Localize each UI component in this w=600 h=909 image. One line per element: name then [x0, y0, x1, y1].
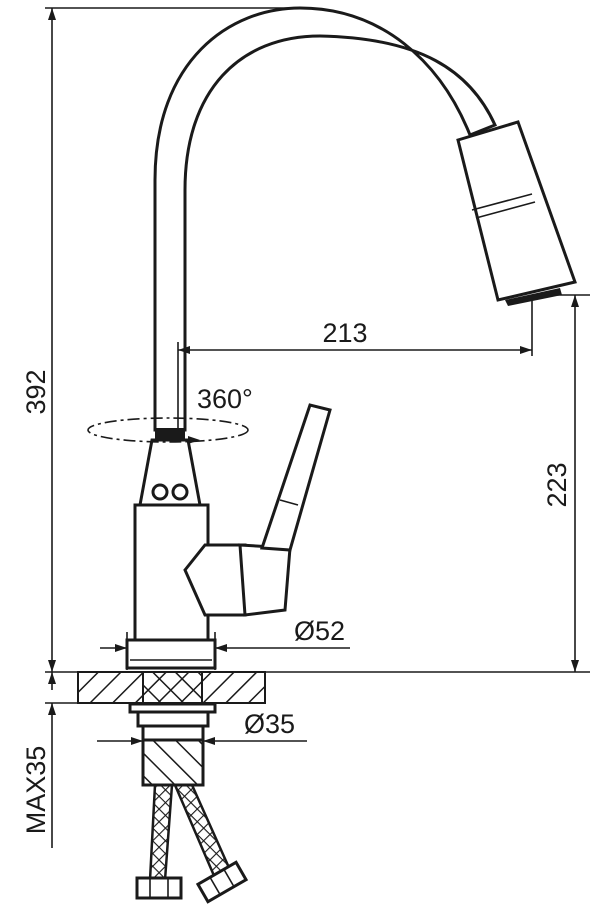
- spray-head: [456, 120, 577, 306]
- base-diameter-label: Ø52: [294, 616, 345, 646]
- deck-thickness-dimension: MAX35: [21, 672, 56, 848]
- countertop-section: [77, 671, 266, 704]
- supply-hoses: [135, 783, 249, 904]
- total-height-dimension: 392: [21, 7, 300, 672]
- mounting-shank: [128, 702, 217, 787]
- max-thickness-label: MAX35: [21, 746, 51, 835]
- spout-height-dimension: 223: [540, 294, 590, 672]
- total-height-label: 392: [21, 369, 51, 414]
- spout-reach-label: 213: [322, 318, 367, 348]
- base-diameter-dimension: Ø52: [100, 616, 350, 670]
- rotation-indicator: 360°: [87, 384, 253, 444]
- spout-height-label: 223: [542, 462, 572, 507]
- hole-diameter-dimension: Ø35: [97, 709, 307, 745]
- spout-reach-dimension: 213: [177, 300, 533, 440]
- base-flange: [125, 638, 217, 670]
- hole-diameter-label: Ø35: [244, 709, 295, 739]
- rotation-label: 360°: [197, 384, 253, 414]
- lever-handle: [183, 403, 332, 617]
- hose-nut-right: [195, 860, 249, 904]
- hose-nut-left: [135, 876, 183, 900]
